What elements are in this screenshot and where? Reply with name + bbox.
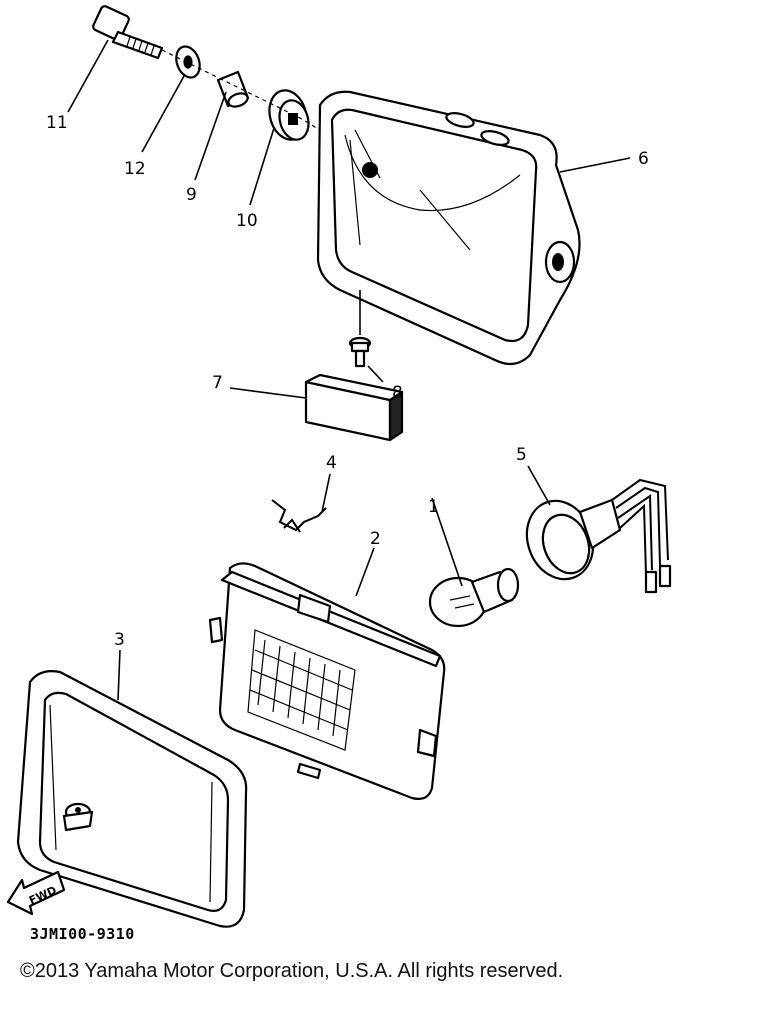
part-3-rim	[16, 670, 248, 928]
part-10-grommet	[268, 89, 310, 141]
callout-4: 4	[326, 453, 337, 473]
part-5-socket	[525, 478, 672, 594]
callout-3: 3	[114, 630, 125, 650]
callout-8: 8	[392, 383, 403, 403]
part-6-housing	[316, 90, 581, 366]
callout-9: 9	[186, 185, 197, 205]
copyright-notice: ©2013 Yamaha Motor Corporation, U.S.A. A…	[20, 960, 564, 982]
callout-11: 11	[46, 113, 68, 133]
callout-6: 6	[638, 149, 649, 169]
part-7-block	[304, 373, 404, 442]
part-4-clip	[271, 499, 327, 533]
part-12-washer	[175, 45, 201, 79]
leader-lines	[67, 39, 631, 701]
part-1-bulb	[428, 567, 520, 628]
part-2-beam-unit	[208, 562, 446, 800]
callout-5: 5	[516, 445, 527, 465]
fwd-arrow-icon: FWD	[6, 870, 66, 916]
part-11-bolt	[92, 5, 164, 60]
callout-10: 10	[236, 211, 258, 231]
callout-1: 1	[428, 497, 439, 517]
callout-2: 2	[370, 529, 381, 549]
drawing-code: 3JMI00-9310	[30, 925, 135, 943]
part-9-collar	[216, 70, 250, 108]
callout-7: 7	[212, 373, 223, 393]
part-8-screw	[348, 336, 372, 368]
callout-numbers: 11 12 9 10 6 7 8 4 5 1 2 3	[46, 113, 649, 650]
callout-12: 12	[124, 159, 146, 179]
